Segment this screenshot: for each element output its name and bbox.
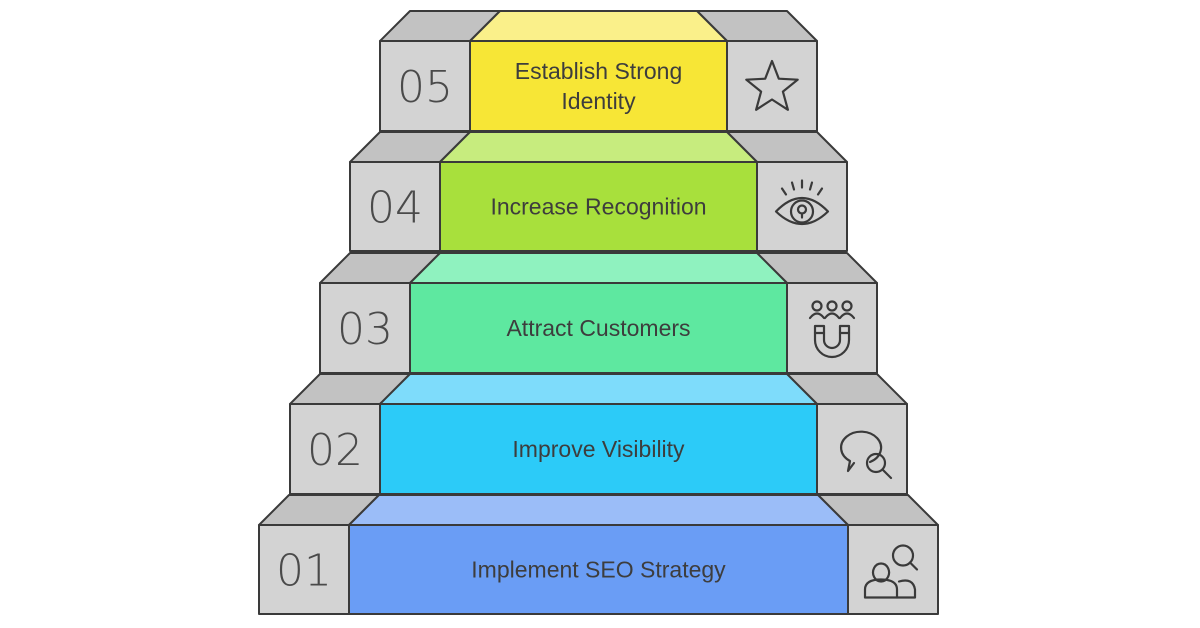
- step-number: 01: [276, 546, 332, 597]
- step-04: 04 Increase Recognition: [349, 131, 848, 252]
- step-label: Increase Recognition: [490, 194, 706, 220]
- step-label-panel: [439, 161, 758, 252]
- eye-icon: [774, 179, 830, 225]
- step-label: Establish Strong: [515, 58, 682, 84]
- step-label: Improve Visibility: [512, 436, 685, 462]
- step-icon-panel: [726, 40, 818, 132]
- step-number-panel: [289, 403, 381, 495]
- step-color-tread: [348, 494, 849, 526]
- step-label-panel: [348, 524, 849, 615]
- step-number: 03: [337, 304, 393, 355]
- step-number: 02: [307, 425, 363, 476]
- step-color-tread: [469, 10, 728, 42]
- step-color-tread: [379, 373, 818, 405]
- step-label-panel: [469, 40, 728, 132]
- step-number-panel: [379, 40, 471, 132]
- magnet-people-icon: [808, 300, 856, 359]
- step-icon-panel: [847, 524, 939, 615]
- star-icon: [745, 59, 799, 111]
- step-number: 04: [367, 183, 423, 234]
- step-label: Implement SEO Strategy: [471, 557, 726, 583]
- step-02: 02 Improve Visibility: [289, 373, 908, 495]
- step-color-tread: [439, 131, 758, 163]
- step-color-tread: [409, 252, 788, 284]
- step-label-panel: [409, 282, 788, 374]
- search-chat-icon: [840, 430, 893, 480]
- step-label: Identity: [561, 88, 636, 114]
- step-label-panel: [379, 403, 818, 495]
- step-icon-panel: [816, 403, 908, 495]
- step-03: 03 Attract Customers: [319, 252, 878, 374]
- step-number: 05: [397, 62, 453, 113]
- step-number-panel: [349, 161, 441, 252]
- step-label: Attract Customers: [506, 315, 690, 341]
- user-search-icon: [863, 544, 919, 599]
- step-icon-panel: [786, 282, 878, 374]
- step-01: 01 Implement SEO Strategy: [258, 494, 939, 615]
